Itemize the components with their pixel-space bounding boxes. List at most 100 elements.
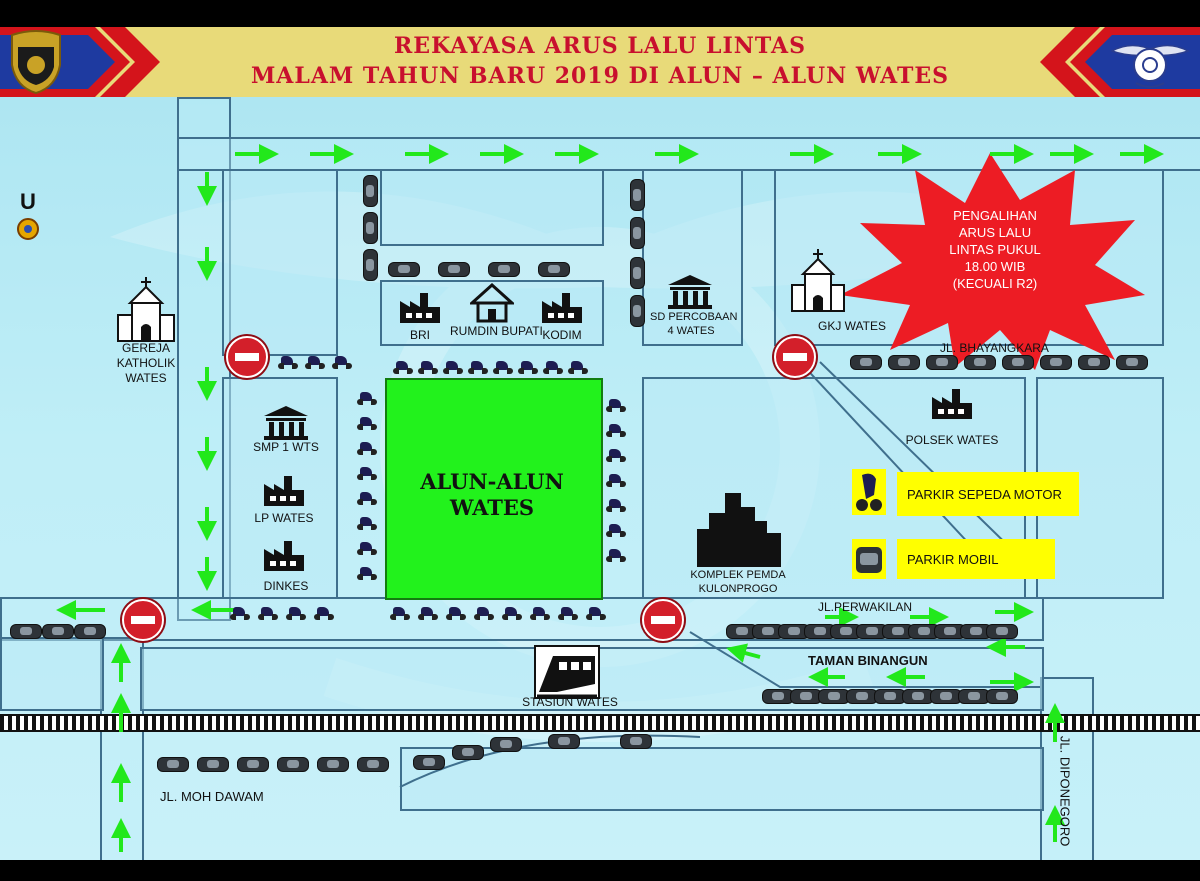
parked-car [630,217,645,249]
parked-car [277,757,309,772]
parked-motorcycle [390,605,410,621]
block-north-center [380,169,604,246]
label-gereja-line2: KATHOLIK [116,356,176,370]
map-area: ALUN-ALUN WATES U PENGALIHAN ARUS LALU L… [0,97,1200,860]
label-pemda-line2: KULONPROGO [698,582,778,595]
notice-starburst-icon [840,153,1145,370]
notice-line-5: (KECUALI R2) [952,275,1038,291]
parked-motorcycle [543,359,563,375]
block-nw [222,169,338,356]
notice-line-1: PENGALIHAN [953,208,1037,223]
notice-line-2: ARUS LALU [958,224,1032,240]
factory-icon [264,476,304,506]
label-smp: SMP 1 WTS [253,440,319,454]
parked-car [237,757,269,772]
parked-motorcycle [568,359,588,375]
factory-icon [264,541,304,571]
label-sd-line1: SD PERCOBAAN [650,311,738,323]
label-gereja: GEREJA KATHOLIK WATES [104,341,188,386]
label-polsek: POLSEK WATES [905,433,999,447]
label-dinkes: DINKES [263,579,309,593]
classical-building-icon [668,275,712,309]
parked-car [363,249,378,281]
parked-motorcycle [606,422,626,438]
factory-icon [932,389,972,419]
label-stasiun: STASIUN WATES [522,695,618,709]
parked-motorcycle [393,359,413,375]
parked-car [1002,355,1034,370]
notice-line-4: 18.00 WIB [964,258,1026,274]
parked-car [10,624,42,639]
parked-motorcycle [518,359,538,375]
label-lp: LP WATES [254,511,314,525]
train-station-icon [534,645,600,699]
notice-line-3: LINTAS PUKUL [949,241,1041,257]
block-south [400,747,1044,811]
street-bhayangkara: JL. BHAYANGKARA [940,341,1049,355]
parked-car [630,295,645,327]
parked-motorcycle [314,605,334,621]
parked-motorcycle [258,605,278,621]
no-entry-sign-3 [122,599,164,641]
parked-car [964,355,996,370]
parked-motorcycle [332,354,352,370]
parked-car [488,262,520,277]
traffic-flow-arrows [56,144,1164,852]
parked-car [874,689,906,704]
parked-car [846,689,878,704]
no-entry-sign-4 [642,599,684,641]
parked-car [888,355,920,370]
title-line-1: REKAYASA ARUS LALU LINTAS [394,33,806,59]
church-icon [117,277,175,342]
car-legend-icon [852,539,886,579]
parked-motorcycle [606,397,626,413]
parked-motorcycle [606,522,626,538]
parked-motorcycle [357,390,377,406]
parked-car [926,355,958,370]
alun-alun-label-line2: WATES [449,495,535,521]
parked-motorcycle [468,359,488,375]
parked-car [1040,355,1072,370]
parked-car [363,212,378,244]
parked-car [317,757,349,772]
parked-car [357,757,389,772]
block-sd [642,169,743,346]
parked-motorcycle [418,359,438,375]
label-sd: SD PERCOBAAN 4 WATES [650,311,738,339]
parked-car [850,355,882,370]
parked-car [630,179,645,211]
parked-car [197,757,229,772]
parked-motorcycle [558,605,578,621]
no-entry-sign-2 [774,336,816,378]
parked-car [1116,355,1148,370]
parked-car [452,745,484,760]
label-taman-binangun: TAMAN BINANGUN [808,653,928,668]
alun-alun-label-line1: ALUN-ALUN [420,469,564,494]
label-pemda: KOMPLEK PEMDA KULONPROGO [680,569,796,597]
parked-car [438,262,470,277]
parked-car [986,624,1018,639]
parked-motorcycle [443,359,463,375]
office-complex-icon [697,493,781,567]
parked-motorcycle [606,497,626,513]
parked-motorcycle [357,565,377,581]
parked-car [363,175,378,207]
motorcycle-legend-icon [852,469,886,515]
label-gereja-line1: GEREJA [121,341,170,355]
label-pemda-line1: KOMPLEK PEMDA [690,569,786,581]
parked-car [74,624,106,639]
parked-car [620,734,652,749]
parked-car [630,257,645,289]
parked-car [413,755,445,770]
parked-car [157,757,189,772]
parked-motorcycle [230,605,250,621]
label-gkj: GKJ WATES [817,319,886,333]
parked-car [986,689,1018,704]
house-icon [470,283,514,323]
label-sd-line2: 4 WATES [667,324,715,337]
parked-motorcycle [357,440,377,456]
parked-motorcycle [606,472,626,488]
parked-motorcycle [446,605,466,621]
parked-motorcycle [357,540,377,556]
